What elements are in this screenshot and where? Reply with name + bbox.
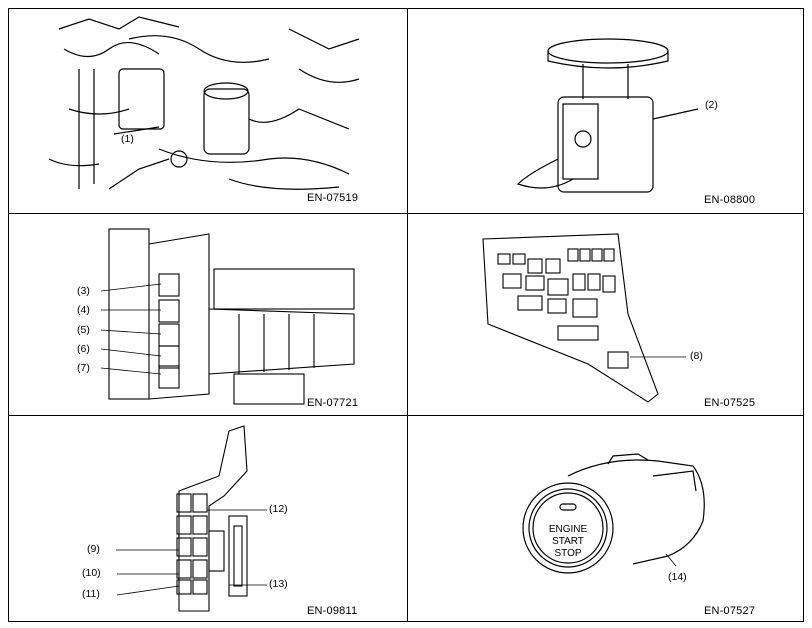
grid-divider-horizontal-2 (9, 415, 803, 416)
fuse-box-illustration (482, 233, 686, 403)
relay-bracket-illustration (116, 425, 267, 612)
grid-divider-vertical (407, 9, 408, 621)
callout-label: (14) (668, 571, 687, 583)
figure-code: EN-07527 (704, 605, 756, 617)
callout-label: (2) (705, 99, 718, 111)
button-text-line: ENGINE (549, 524, 588, 535)
grid-divider-horizontal-1 (9, 213, 803, 214)
callout-label: (3) (77, 285, 90, 297)
figure-panel-1: (1) EN-07519 (9, 9, 407, 213)
callout-label: (13) (269, 578, 288, 590)
figure-code: EN-08800 (704, 194, 756, 206)
callout-label: (5) (77, 324, 90, 336)
figure-panel-2: (2) EN-08800 (408, 9, 805, 213)
figure-code: EN-07721 (307, 397, 359, 409)
callout-label: (6) (77, 343, 90, 355)
callout-label: (8) (690, 350, 703, 362)
callout-label: (7) (77, 362, 90, 374)
figure-panel-3: (3) (4) (5) (6) (7) EN-07721 (9, 214, 407, 415)
callout-label: (1) (121, 133, 134, 145)
figure-panel-6: ENGINE START STOP (14) EN-07527 (408, 416, 805, 623)
button-text-line: START (552, 536, 584, 547)
callout-label: (12) (269, 503, 288, 515)
callout-label: (10) (82, 567, 101, 579)
figure-code: EN-07519 (307, 192, 359, 204)
figure-panel-5: (9) (10) (11) (12) (13) EN-09811 (9, 416, 407, 623)
figure-code: EN-09811 (307, 605, 358, 617)
figure-code: EN-07525 (704, 397, 756, 409)
callout-label: (9) (87, 543, 100, 555)
start-stop-button-illustration: ENGINE START STOP (522, 453, 705, 574)
figure-grid: (1) EN-07519 (2) EN-08800 (8, 8, 804, 622)
figure-panel-4: (8) EN-07525 (408, 214, 805, 415)
connector-bank-illustration (100, 228, 355, 405)
fuel-pump-illustration (516, 38, 699, 193)
callout-label: (11) (82, 588, 100, 600)
button-text-line: STOP (554, 548, 581, 559)
engine-harness-illustration (48, 16, 360, 190)
callout-label: (4) (77, 304, 90, 316)
